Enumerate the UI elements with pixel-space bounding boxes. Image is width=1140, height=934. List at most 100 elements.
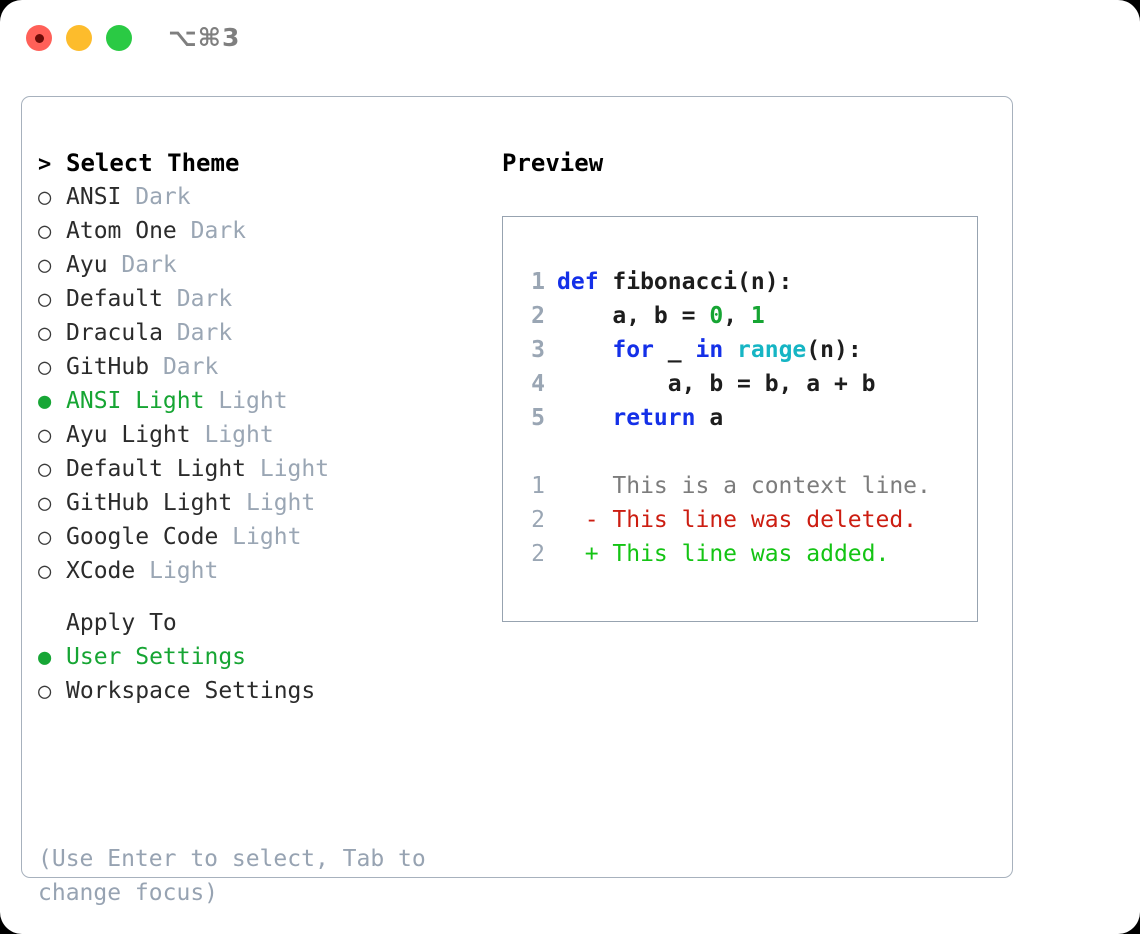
- minimize-button[interactable]: [66, 25, 92, 51]
- radio-unselected-icon[interactable]: ○: [38, 253, 52, 278]
- select-theme-header: > Select Theme: [38, 146, 478, 180]
- close-button[interactable]: [26, 25, 52, 51]
- diff-sample: 1 This is a context line.2 - This line w…: [521, 469, 961, 571]
- code-token: a: [695, 405, 724, 431]
- radio-unselected-icon[interactable]: ○: [38, 559, 52, 584]
- theme-item-variant: Light: [135, 558, 219, 584]
- apply-to-header: ○Apply To: [38, 606, 478, 640]
- line-number: 3: [531, 337, 545, 363]
- theme-item-variant: Dark: [121, 184, 191, 210]
- theme-item-variant: Dark: [162, 320, 233, 346]
- line-number: 2: [531, 507, 545, 533]
- diff-line-ctx: 1 This is a context line.: [521, 469, 961, 503]
- code-token: fibonacci(n):: [598, 269, 793, 295]
- theme-item-default[interactable]: ○ Default Dark: [38, 282, 478, 316]
- line-number: 2: [531, 541, 545, 567]
- theme-item-dracula[interactable]: ○ Dracula Dark: [38, 316, 478, 350]
- code-line: 3 for _ in range(n):: [521, 333, 961, 367]
- radio-unselected-icon[interactable]: ○: [38, 355, 52, 380]
- code-line: 1 def fibonacci(n):: [521, 265, 961, 299]
- radio-unselected-icon[interactable]: ○: [38, 423, 52, 448]
- theme-item-google-code[interactable]: ○Google Code Light: [38, 520, 478, 554]
- apply-to-header-label: Apply To: [66, 610, 177, 636]
- theme-item-label: Ayu: [66, 252, 108, 278]
- line-number: 1: [531, 473, 545, 499]
- theme-item-ansi[interactable]: ○ ANSI Dark: [38, 180, 478, 214]
- diff-line-text: - This line was deleted.: [557, 507, 918, 533]
- code-token: a, b =: [557, 303, 710, 329]
- theme-item-github[interactable]: ○GitHub Dark: [38, 350, 478, 384]
- theme-item-xcode[interactable]: ○ XCode Light: [38, 554, 478, 588]
- theme-item-label: GitHub: [66, 354, 150, 380]
- theme-item-variant: Light: [218, 524, 302, 550]
- theme-item-variant: Light: [190, 422, 274, 448]
- diff-line-text: This is a context line.: [557, 473, 931, 499]
- diff-line-add: 2 + This line was added.: [521, 537, 961, 571]
- line-number: 4: [531, 371, 545, 397]
- code-line: 4 a, b = b, a + b: [521, 367, 961, 401]
- theme-item-label: XCode: [66, 558, 136, 584]
- theme-item-label: ANSI: [66, 184, 122, 210]
- radio-unselected-icon[interactable]: ○: [38, 321, 52, 346]
- theme-item-atom-one[interactable]: ○ Atom One Dark: [38, 214, 478, 248]
- radio-unselected-icon[interactable]: ○: [38, 525, 52, 550]
- theme-item-label: Default: [66, 286, 163, 312]
- apply-to-item-workspace-settings[interactable]: ○ Workspace Settings: [38, 674, 478, 708]
- theme-item-variant: Light: [232, 490, 316, 516]
- theme-item-ayu-light[interactable]: ○ Ayu Light Light: [38, 418, 478, 452]
- theme-item-variant: Light: [204, 388, 288, 414]
- line-number: 1: [531, 269, 545, 295]
- main-panel: >Select Theme ○ANSI Dark○Atom One Dark○A…: [21, 96, 1013, 906]
- code-token: in: [695, 337, 724, 363]
- zoom-button[interactable]: [106, 25, 132, 51]
- theme-item-variant: Dark: [176, 218, 247, 244]
- code-line: 2 a, b = 0, 1: [521, 299, 961, 333]
- apply-to-item-label: User Settings: [66, 644, 247, 670]
- diff-line-del: 2 - This line was deleted.: [521, 503, 961, 537]
- code-token: 1: [750, 303, 765, 329]
- code-token: [723, 337, 737, 363]
- radio-unselected-icon[interactable]: ○: [38, 491, 52, 516]
- radio-selected-icon[interactable]: ●: [38, 645, 52, 670]
- theme-item-variant: Light: [246, 456, 330, 482]
- radio-unselected-icon[interactable]: ○: [38, 679, 52, 704]
- code-token: [557, 405, 612, 431]
- theme-item-label: Ayu Light: [66, 422, 191, 448]
- radio-selected-icon[interactable]: ●: [38, 389, 52, 414]
- keyboard-shortcut-label: ⌥⌘3: [168, 23, 241, 52]
- apply-to-item-user-settings[interactable]: ● User Settings: [38, 640, 478, 674]
- select-theme-header-label: Select Theme: [66, 149, 240, 177]
- theme-item-label: Atom One: [66, 218, 177, 244]
- section-spacer: [38, 588, 478, 606]
- preview-title: Preview: [502, 149, 604, 177]
- line-number: 5: [531, 405, 545, 431]
- radio-unselected-icon[interactable]: ○: [38, 219, 52, 244]
- code-token: (n):: [806, 337, 862, 363]
- code-token: ,: [723, 303, 751, 329]
- theme-item-default-light[interactable]: ○ Default Light Light: [38, 452, 478, 486]
- window-controls: [26, 25, 132, 51]
- radio-unselected-icon[interactable]: ○: [38, 457, 52, 482]
- radio-unselected-icon[interactable]: ○: [38, 185, 52, 210]
- radio-unselected-icon[interactable]: ○: [38, 287, 52, 312]
- diff-line-text: + This line was added.: [557, 541, 890, 567]
- code-token: def: [557, 269, 599, 295]
- theme-item-ayu[interactable]: ○ Ayu Dark: [38, 248, 478, 282]
- caret-icon: >: [38, 152, 52, 177]
- theme-item-ansi-light[interactable]: ● ANSI Light Light: [38, 384, 478, 418]
- theme-item-variant: Dark: [162, 286, 233, 312]
- theme-item-label: Default Light: [66, 456, 247, 482]
- theme-item-github-light[interactable]: ○ GitHub Light Light: [38, 486, 478, 520]
- code-diff-spacer: [521, 435, 961, 469]
- theme-item-variant: Dark: [107, 252, 177, 278]
- apply-to-list: ● User Settings ○ Workspace Settings: [38, 640, 478, 708]
- apply-to-item-label: Workspace Settings: [66, 678, 316, 704]
- code-token: for: [612, 337, 654, 363]
- theme-item-label: Dracula: [66, 320, 163, 346]
- code-token: [557, 337, 612, 363]
- theme-item-label: GitHub Light: [66, 490, 233, 516]
- theme-item-label: ANSI Light: [66, 388, 205, 414]
